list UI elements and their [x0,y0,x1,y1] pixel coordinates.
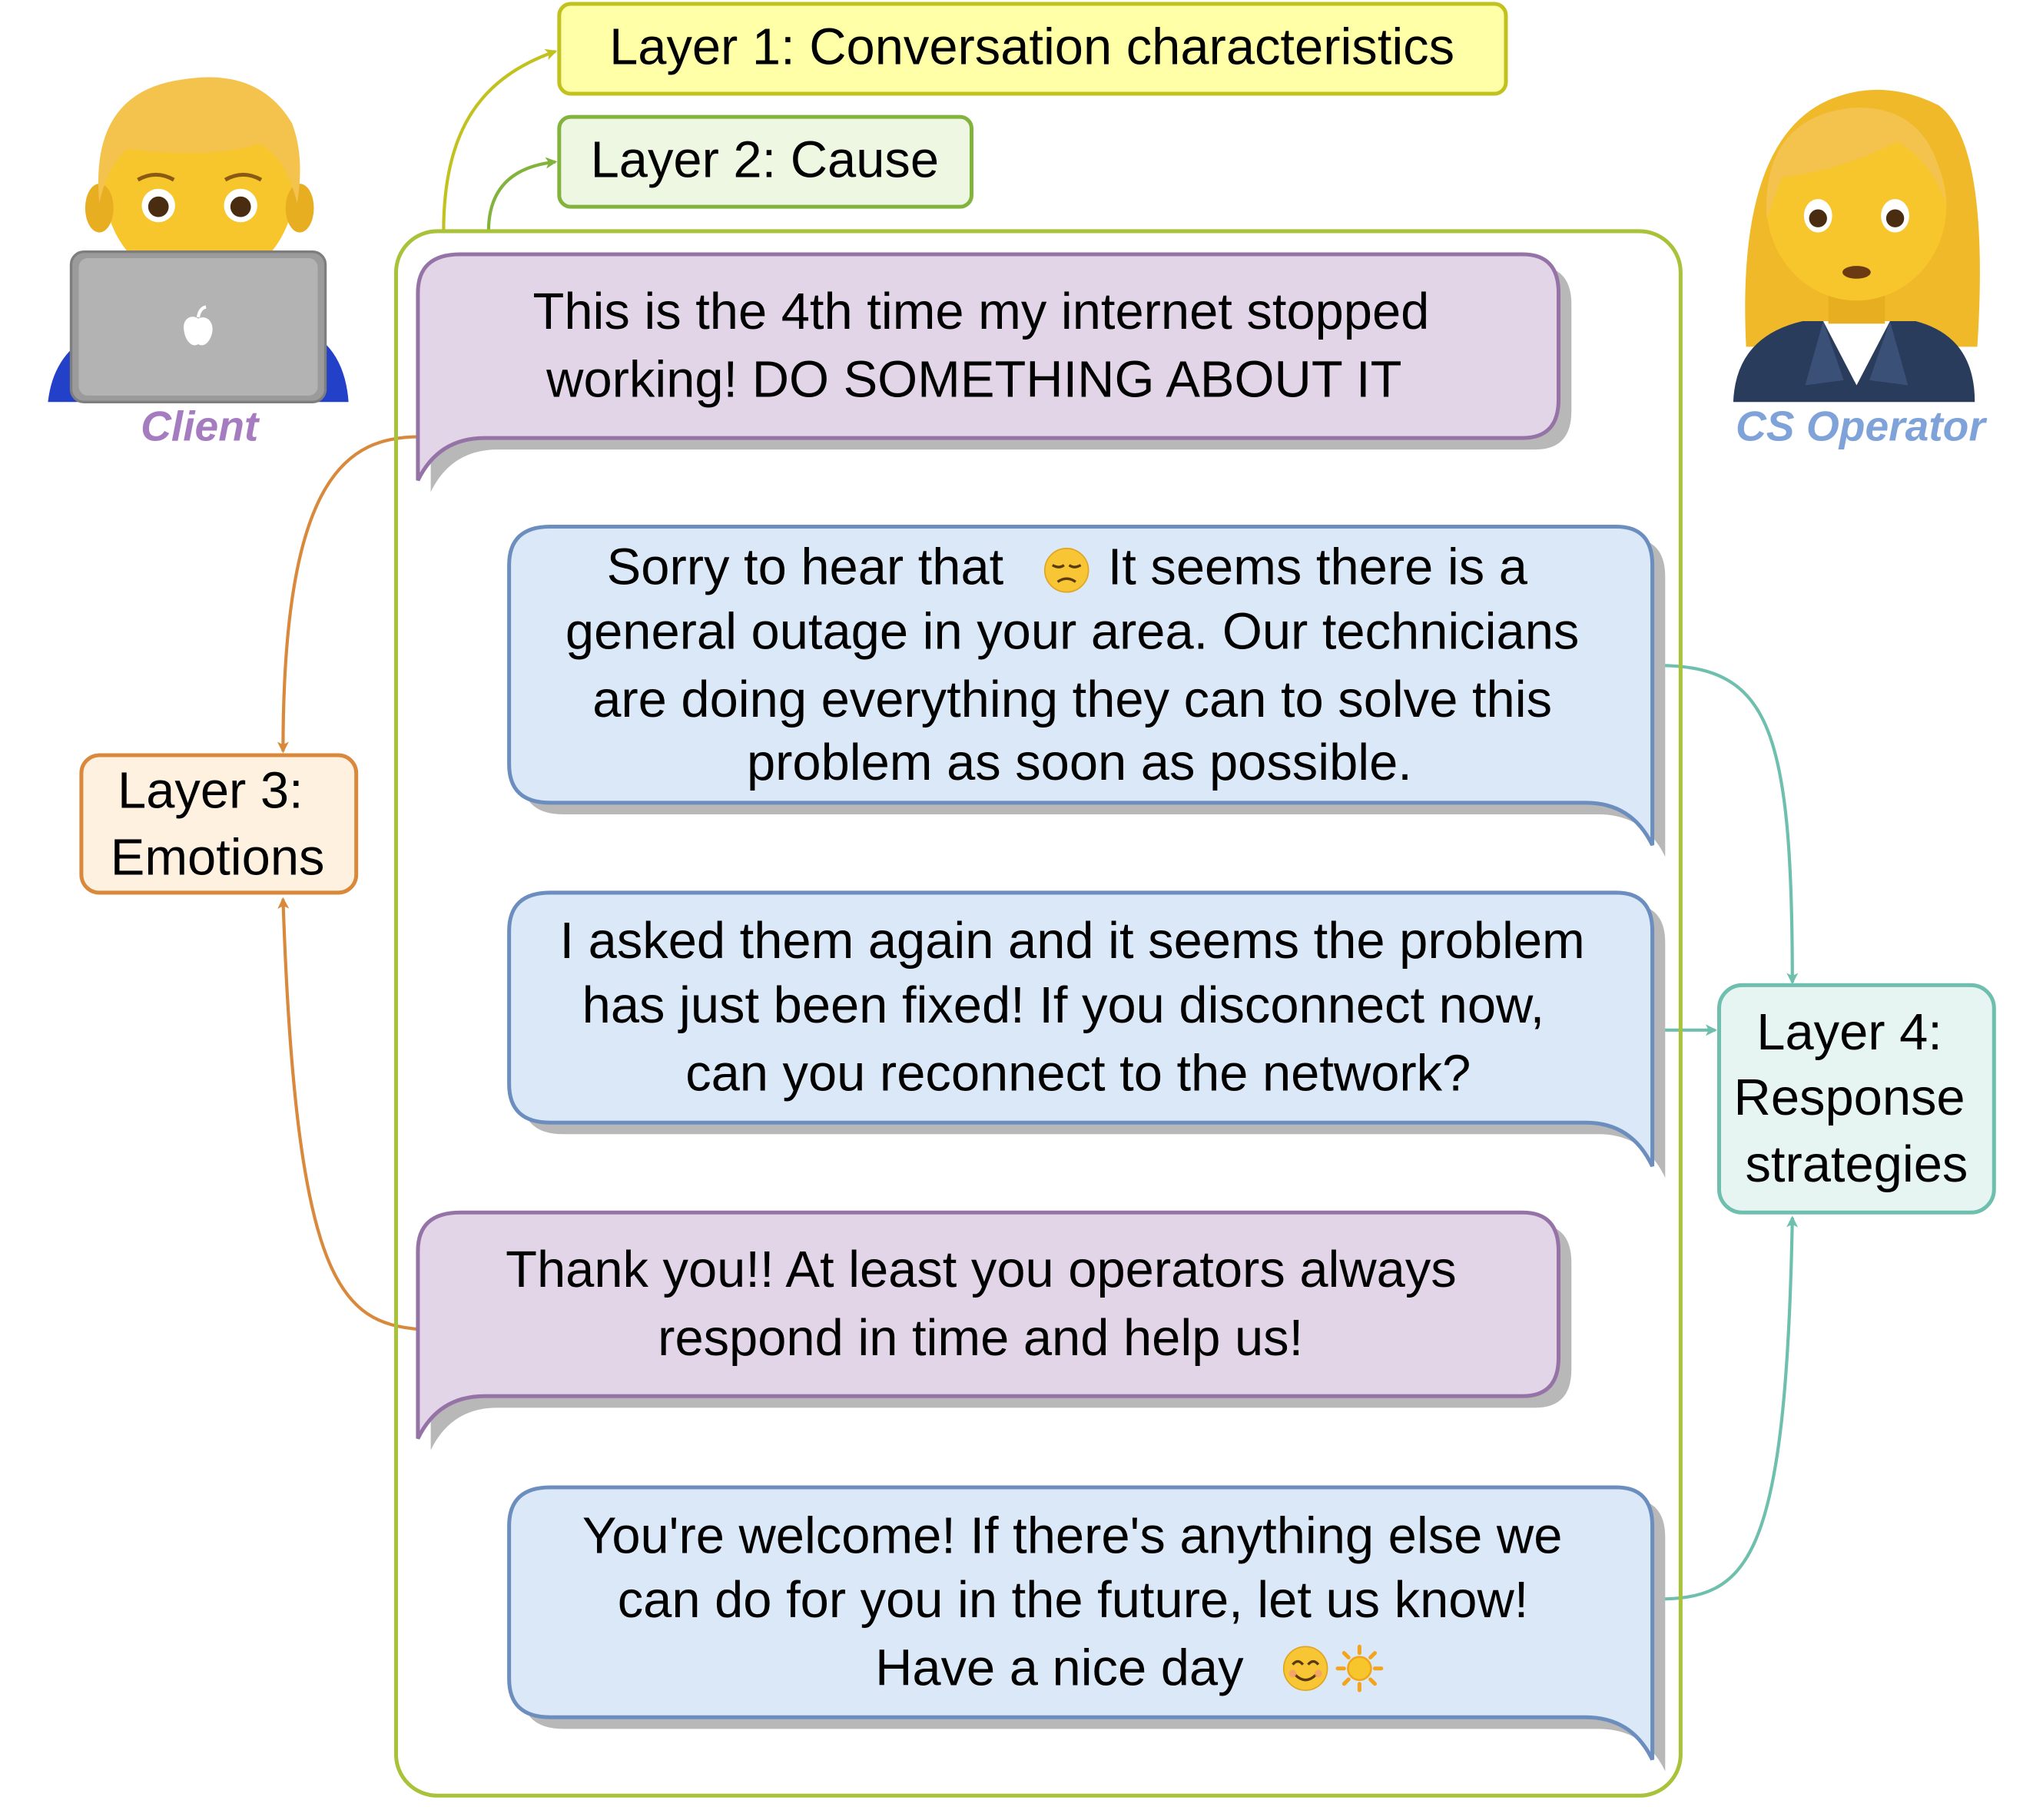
message-4-line-1: Thank you!! At least you operators alway… [506,1241,1457,1298]
message-bubble-operator-3: You're welcome! If there's anything else… [507,1485,1666,1772]
man-technologist-icon [48,77,349,403]
client-label: Client [141,402,260,449]
message-bubble-client-2: Thank you!! At least you operators alway… [416,1210,1572,1450]
connector-msg1-to-layer3 [277,435,421,754]
message-2-line-1a: Sorry to hear that [607,539,1004,596]
svg-text:general outage in your area. O: general outage in your area. Our technic… [565,602,1594,791]
message-bubble-client-1: This is the 4th time my internet stopped… [416,252,1572,492]
svg-text:I asked them again and it seem: I asked them again and it seems the prob… [560,912,1600,1102]
layer1-label: Layer 1: Conversation characteristics [609,18,1454,76]
message-2-line-2: general outage in your area. Our technic… [565,602,1579,660]
layer4-box: Layer 4: Response strategies [1716,983,1996,1215]
message-3-line-2: has just been fixed! If you disconnect n… [582,976,1545,1034]
svg-text:Have a nice day: Have a nice day [875,1639,1244,1696]
layer3-box: Layer 3: Emotions [79,753,359,895]
connector-layer1 [442,48,558,231]
message-3-line-1: I asked them again and it seems the prob… [560,912,1585,970]
layer3-label-line-1: Layer 3: [118,762,303,820]
message-2-line-1b: It seems there is a [1108,539,1528,596]
svg-text:Thank you!! At least you opera: Thank you!! At least you operators alway… [506,1241,1471,1367]
layer4-label-line-3: strategies [1745,1135,1968,1193]
message-1-line-1: This is the 4th time my internet stopped [532,283,1429,340]
message-bubble-operator-2: I asked them again and it seems the prob… [507,890,1666,1179]
message-bubble-operator-1: Sorry to hear that It seems there is a g… [507,524,1666,857]
svg-text:Sorry to hear that It se: Sorry to hear that It seems there is a [607,539,1528,596]
operator-label: CS Operator [1736,402,1987,449]
layer4-label-line-2: Response [1734,1069,1965,1126]
svg-text:You're welcome! If there's any: You're welcome! If there's anything else… [582,1507,1577,1629]
connector-layer2 [486,157,558,231]
message-3-line-3: can you reconnect to the network? [685,1044,1471,1102]
message-4-line-2: respond in time and help us! [658,1309,1303,1367]
layer2-box: Layer 2: Cause [557,114,973,209]
layer2-label: Layer 2: Cause [591,131,939,189]
connector-msg5-to-layer4 [1654,1215,1799,1601]
message-2-line-3: are doing everything they can to solve t… [592,671,1552,728]
connector-msg4-to-layer3 [277,897,421,1331]
layer3-label-line-2: Emotions [111,829,325,887]
svg-text:Layer 4: Response: Layer 4: Response strategies [1734,1003,1980,1193]
layer1-box: Layer 1: Conversation characteristics [557,2,1508,96]
sun-icon [1335,1644,1384,1692]
svg-text:Layer 3: Emotions: Layer 3: Emotions [111,762,325,887]
message-1-line-2: working! DO SOMETHING ABOUT IT [546,351,1401,409]
message-5-line-3: Have a nice day [875,1639,1244,1696]
smiling-face-icon [1282,1646,1328,1691]
woman-office-worker-icon [1733,89,1980,403]
conversation-container [393,229,1683,1798]
layer4-label-line-1: Layer 4: [1756,1003,1942,1061]
message-2-line-4: problem as soon as possible. [747,734,1412,791]
connector-msg2-to-layer4 [1654,663,1799,985]
message-5-line-1: You're welcome! If there's anything else… [582,1507,1563,1564]
svg-text:This is the 4th time my intern: This is the 4th time my internet stopped… [532,283,1443,409]
disappointed-face-icon [1043,548,1089,593]
message-5-line-2: can do for you in the future, let us kno… [618,1571,1529,1629]
